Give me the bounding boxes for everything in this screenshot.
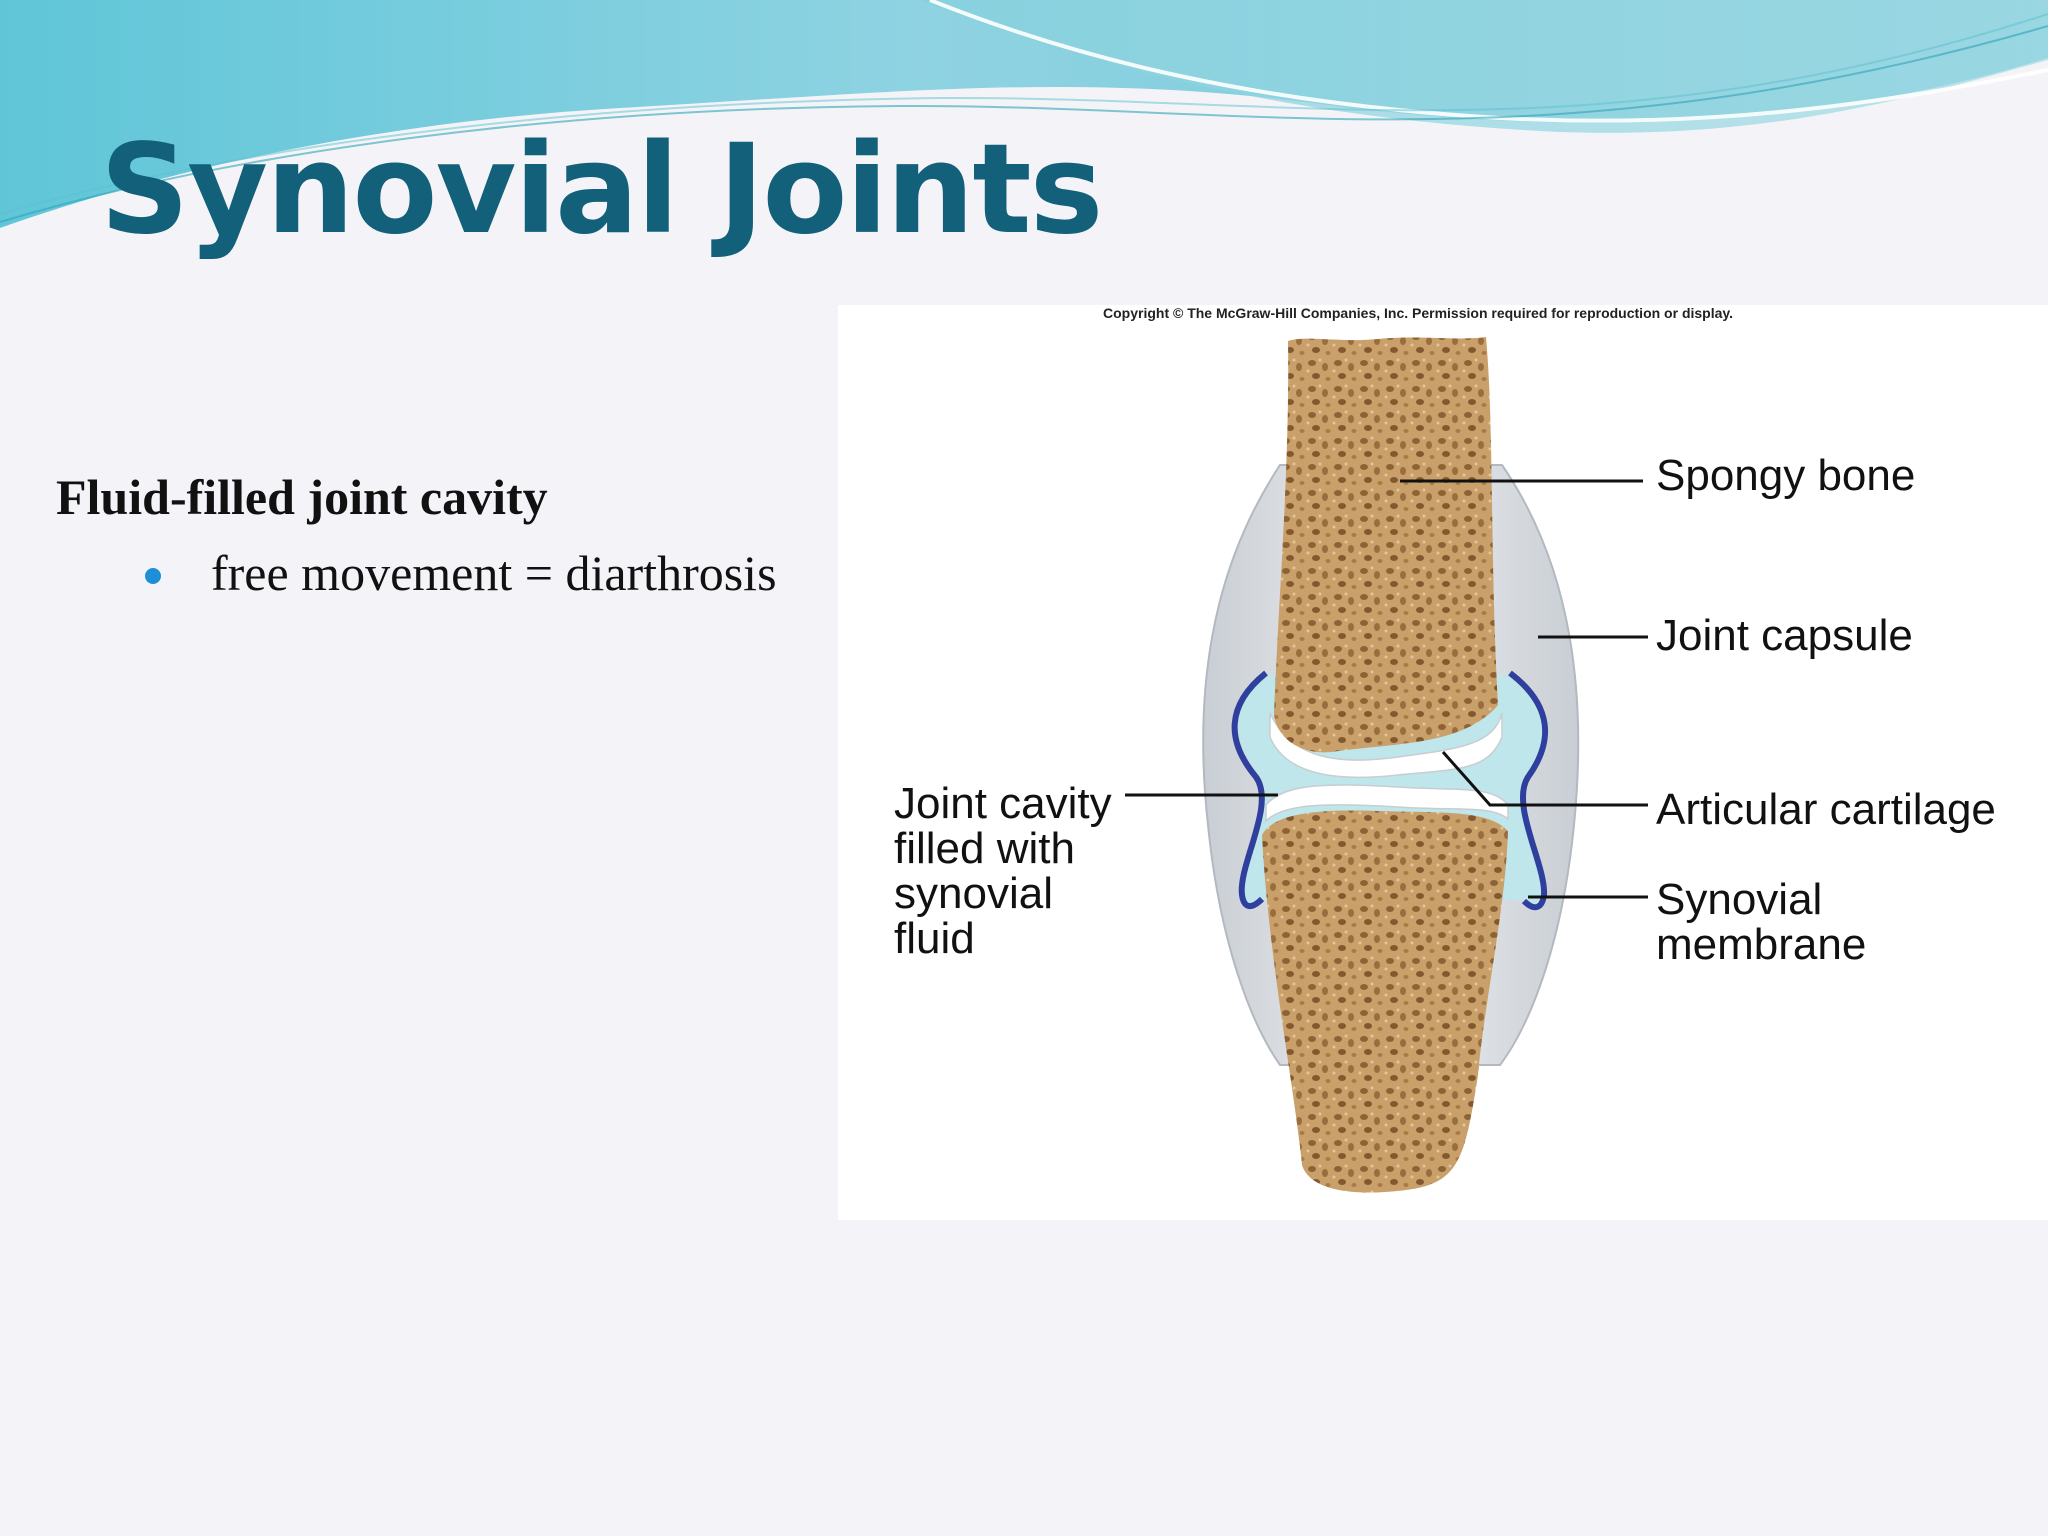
- label-joint-cavity: Joint cavity filled with synovial fluid: [894, 781, 1112, 961]
- round-bullet-icon: [145, 568, 161, 584]
- label-joint-cavity-line3: synovial: [894, 869, 1053, 918]
- articular-cartilage-lower: [1265, 784, 1509, 823]
- label-spongy-bone: Spongy bone: [1656, 451, 1916, 500]
- label-articular-cartilage: Articular cartilage: [1656, 785, 1996, 834]
- copyright-notice: Copyright © The McGraw-Hill Companies, I…: [1103, 305, 1734, 321]
- label-joint-capsule: Joint capsule: [1656, 611, 1913, 660]
- synovial-membrane-left: [1231, 670, 1268, 909]
- articular-cartilage-upper: [1269, 712, 1503, 779]
- joint-diagram: [1125, 337, 1648, 1193]
- label-joint-cavity-line2: filled with: [894, 824, 1075, 873]
- upper-bone-spongy: [1274, 337, 1498, 753]
- synovial-joint-figure: Copyright © The McGraw-Hill Companies, I…: [838, 305, 2048, 1220]
- label-joint-cavity-line1: Joint cavity: [894, 779, 1112, 828]
- label-synovial-membrane-line2: membrane: [1656, 920, 1867, 969]
- synovial-membrane-right: [1508, 670, 1549, 911]
- leader-articular-cartilage: [1441, 751, 1648, 807]
- leader-lines: [1125, 479, 1648, 899]
- label-joint-cavity-line4: fluid: [894, 914, 975, 963]
- content-heading: Fluid-filled joint cavity: [56, 469, 548, 525]
- lower-bone-spongy: [1262, 810, 1508, 1193]
- label-synovial-membrane-line1: Synovial: [1656, 875, 1823, 924]
- label-synovial-membrane: Synovial membrane: [1656, 877, 1866, 967]
- slide-title: Synovial Joints: [100, 118, 1103, 262]
- header-wave-decoration: [0, 0, 2048, 228]
- bullet-text: free movement = diarthrosis: [211, 545, 777, 601]
